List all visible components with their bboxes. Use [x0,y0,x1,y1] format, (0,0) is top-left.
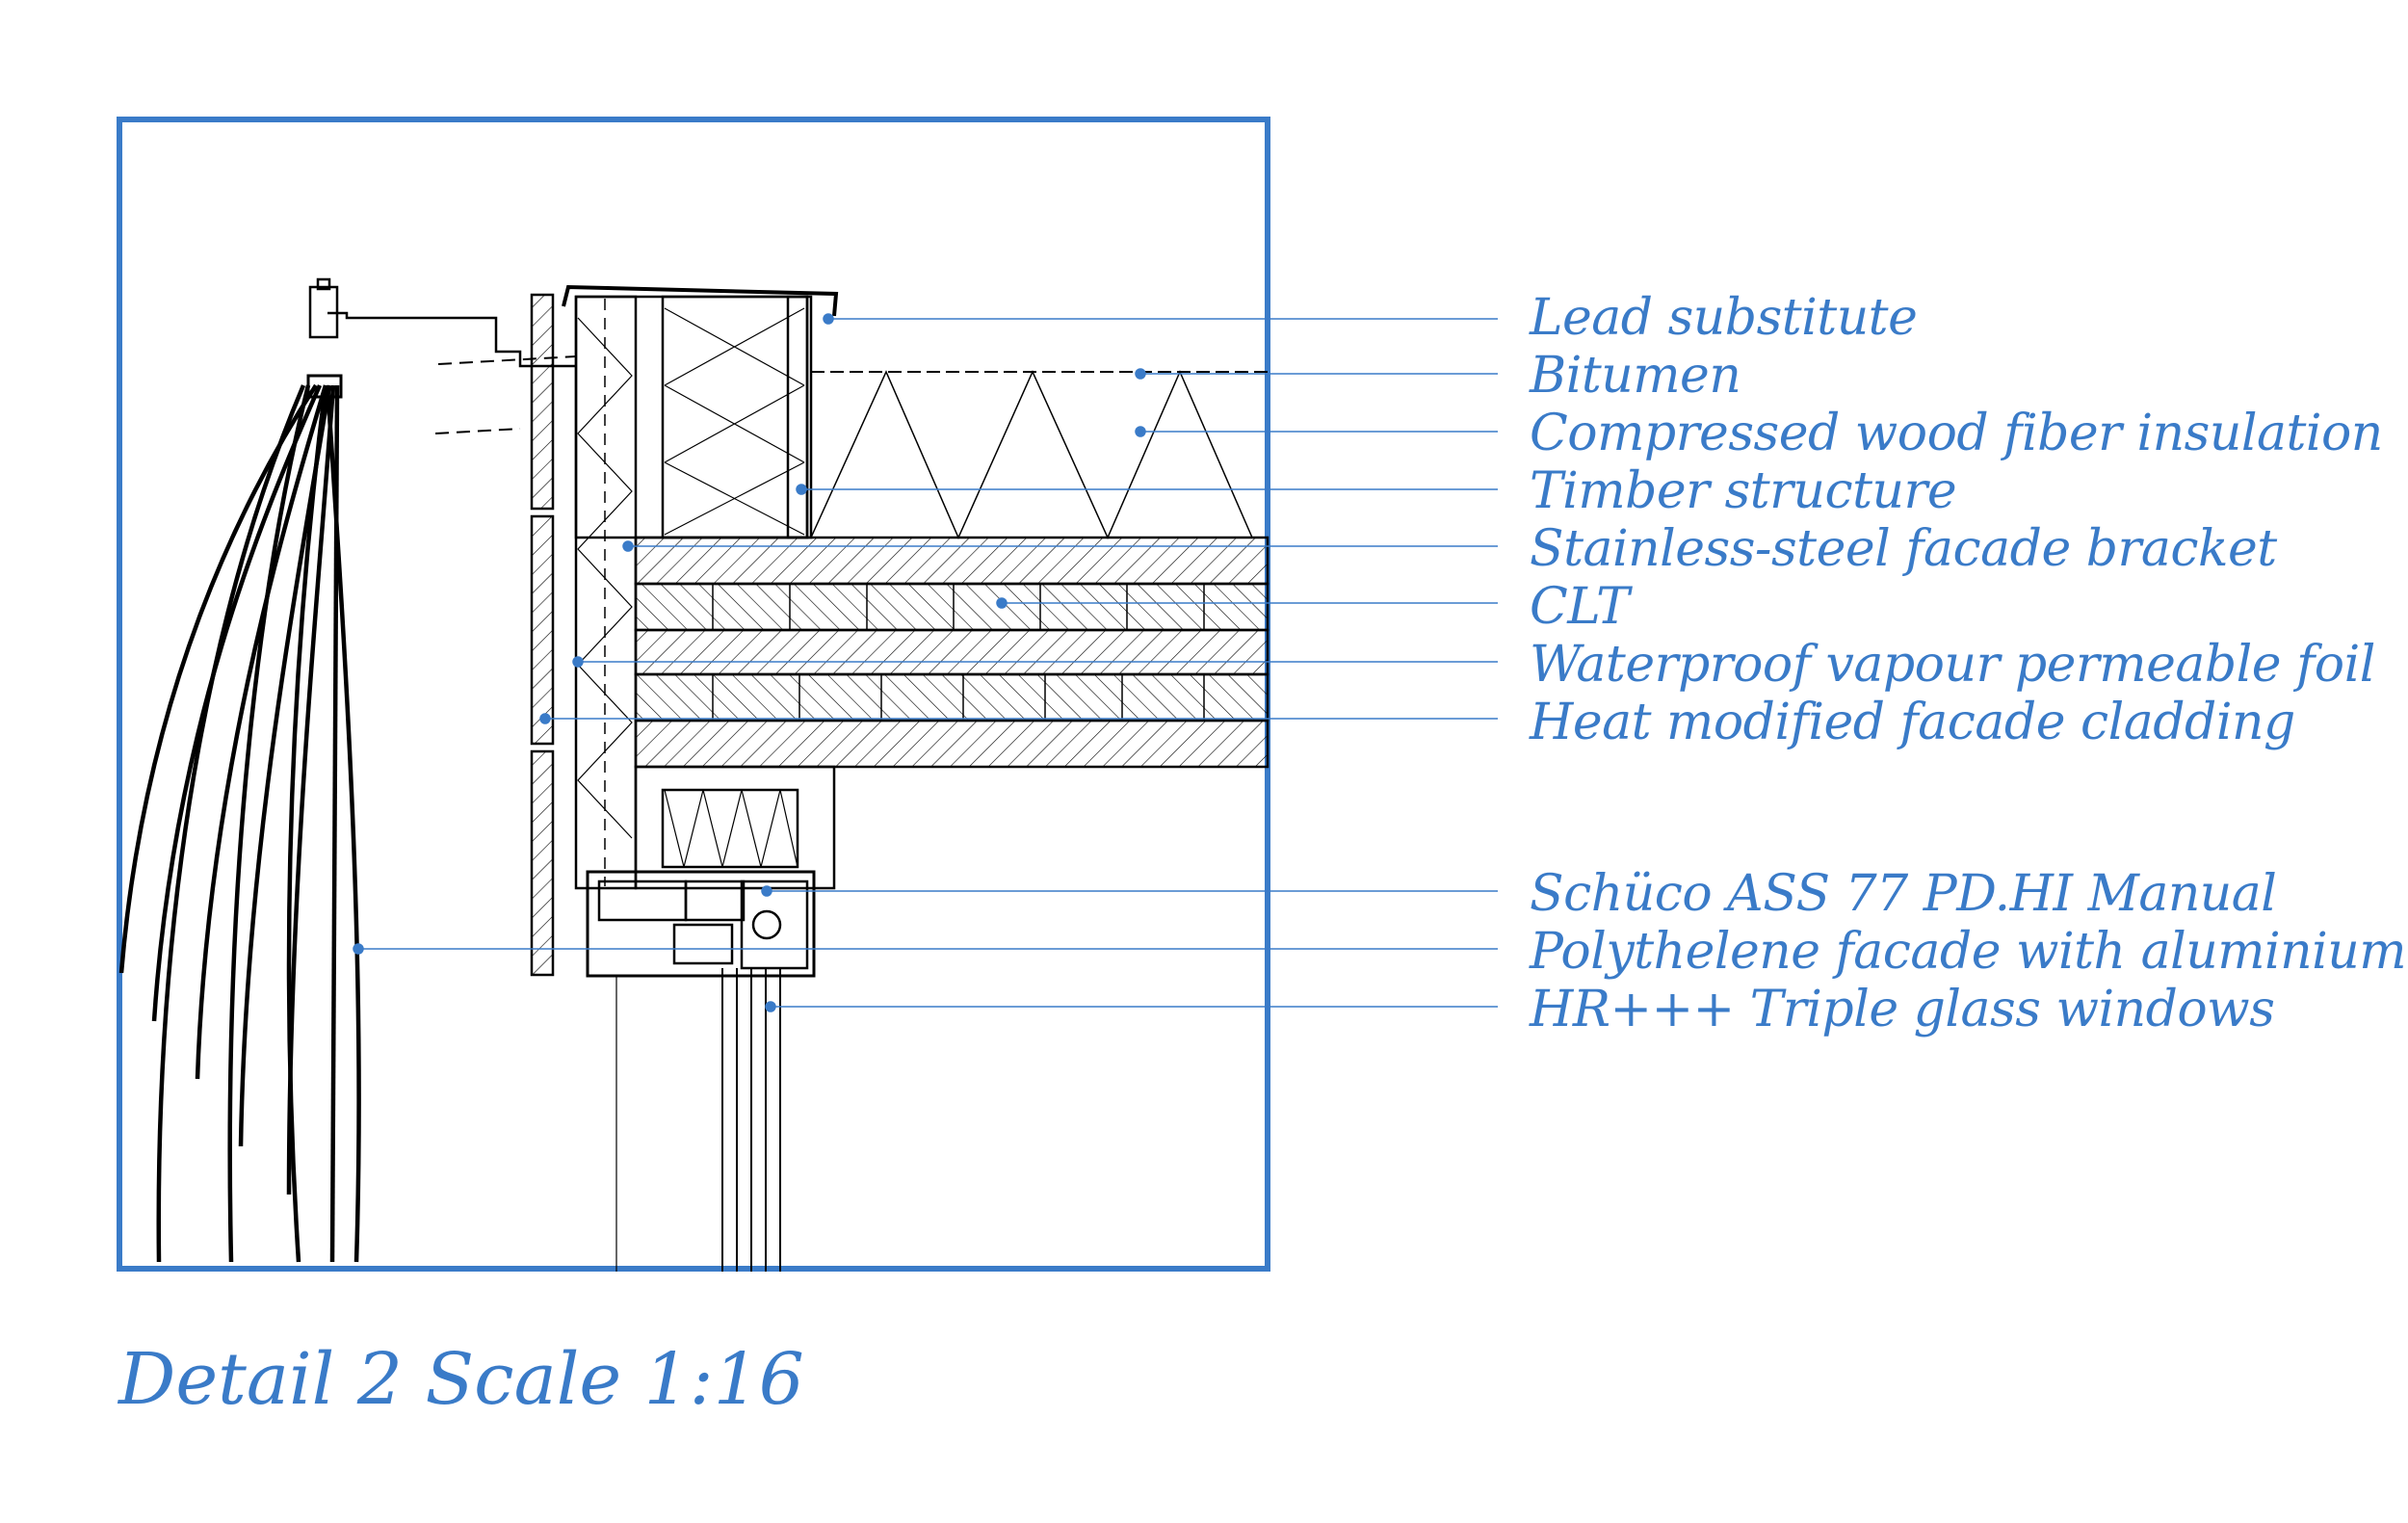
callout-wood-fiber-insulation: Compressed wood fiber insulation [1530,405,2383,462]
timber-box [574,295,809,539]
steel-bracket [327,311,576,368]
roof-cap [562,284,839,317]
callout-steel-bracket: Stainless-steel facade bracket [1530,520,2277,578]
callout-lead-substitute: Lead substitute [1530,289,1918,347]
roof-insulation [810,370,1253,539]
callout-schuco-window: Schüco ASS 77 PD.HI Manual [1530,865,2277,923]
membrane-facade [118,383,361,1263]
callout-polythelene-facade: Polythelene facade with aluminium [1530,923,2407,981]
cladding-board-1 [530,293,555,511]
triple-glass [721,968,781,1272]
building-section [308,277,1269,1272]
cladding-board-2 [530,514,555,746]
callout-bitumen: Bitumen [1530,347,1741,405]
callout-triple-glass: HR+++ Triple glass windows [1530,981,2275,1038]
cladding-board-3 [530,749,555,977]
detail-caption: Detail 2 Scale 1:16 [118,1338,804,1421]
clt-layer-3 [634,672,1269,722]
clt-layer-1 [634,582,1269,632]
leader-lines [353,313,1498,1012]
slab-bottom [634,719,1269,769]
callout-vapour-foil: Waterproof vapour permeable foil [1530,636,2375,694]
window-frame [586,870,816,978]
facade-zone [574,295,638,890]
callout-timber-structure: Timber structure [1530,462,1957,520]
slab-top [634,536,1269,586]
lower-timber-box [634,765,836,890]
callout-facade-cladding: Heat modified facade cladding [1530,694,2295,751]
callout-clt: CLT [1530,578,1630,636]
clt-layer-2 [634,628,1269,676]
